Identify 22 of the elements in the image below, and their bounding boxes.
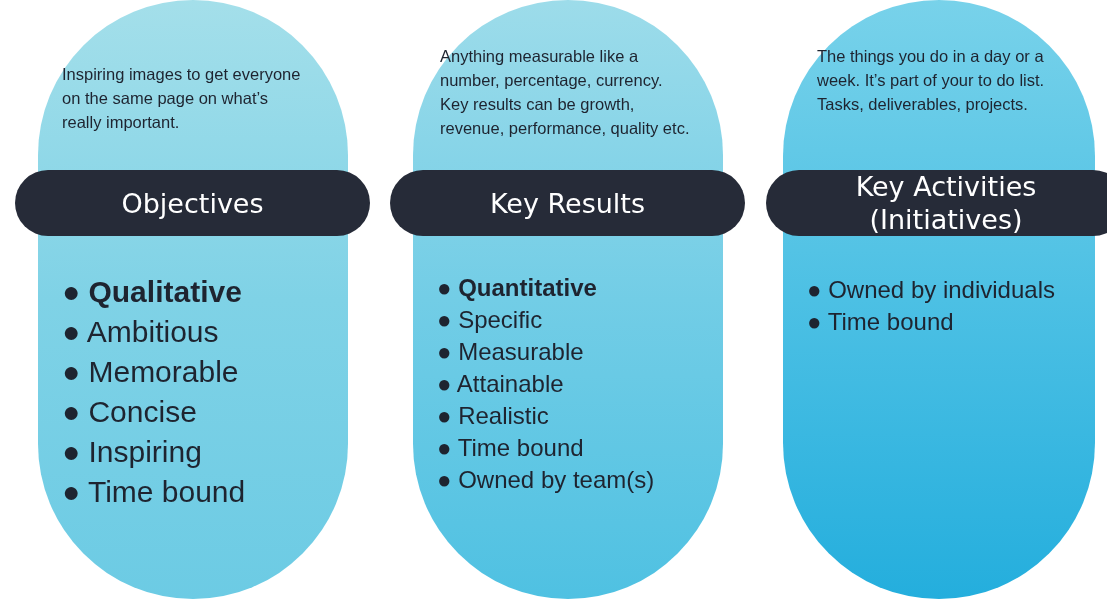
description-text: Inspiring images to get everyone on the same page on what’s really important.: [62, 64, 302, 133]
bullet-item: ● Quantitative: [437, 273, 597, 303]
bullet-item: ● Owned by team(s): [437, 465, 655, 495]
rounded-panel: [783, 0, 1095, 599]
bullet-item: ● Time bound: [62, 474, 246, 510]
bullet-item: ● Measurable: [437, 337, 584, 367]
heading-text: Key Results: [489, 186, 646, 220]
bullet-item: ● Memorable: [62, 354, 239, 390]
bullet-item: ● Inspiring: [62, 434, 202, 470]
heading-text: Objectives: [120, 186, 265, 220]
heading-band: [766, 170, 1107, 236]
bullet-item: ● Qualitative: [62, 274, 242, 310]
bullet-item: ● Concise: [62, 394, 197, 430]
bullet-item: ● Owned by individuals: [807, 275, 1055, 305]
description-text: The things you do in a day or a week. It’s part of your to do list. Tasks, deliverables, projects.: [817, 46, 1046, 115]
bullet-item: ● Attainable: [437, 369, 564, 399]
bullet-item: ● Ambitious: [62, 314, 219, 350]
bullet-item: ● Time bound: [437, 433, 584, 463]
bullet-item: ● Realistic: [437, 401, 549, 431]
bullet-item: ● Specific: [437, 305, 543, 335]
bullet-item: ● Time bound: [807, 307, 954, 337]
heading-text: Key Activities (Initiatives): [854, 170, 1038, 236]
